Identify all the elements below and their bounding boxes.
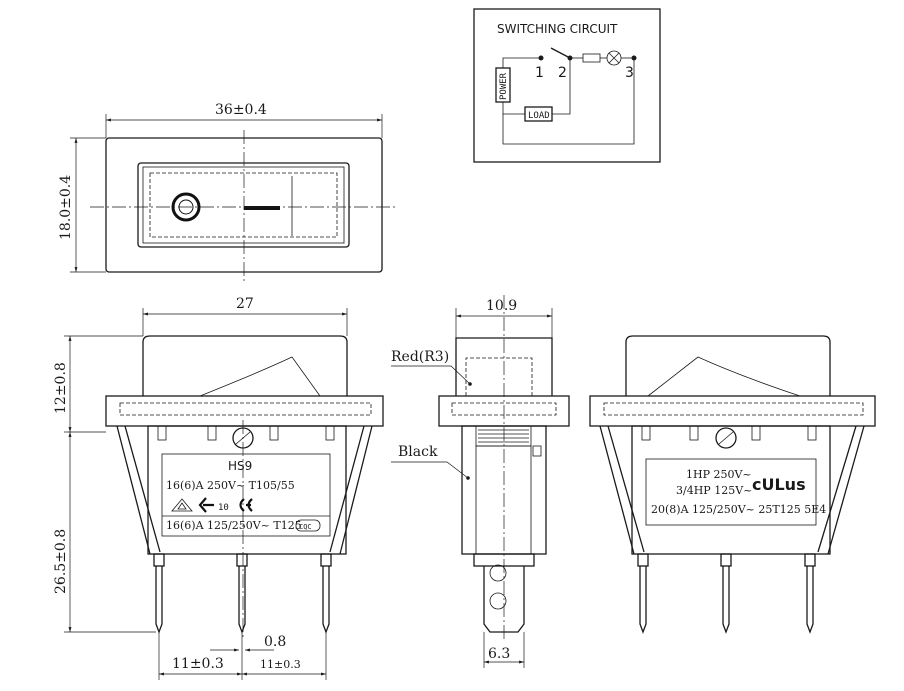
on-symbol-icon [244, 206, 280, 210]
left-cap-slope [199, 356, 321, 397]
dim-terminal-width: 6.3 [488, 646, 510, 662]
dim-profile-width: 10.9 [486, 298, 517, 314]
left-pin-1 [155, 566, 163, 634]
right-rating-2: 3/4HP 125V~ [676, 484, 752, 497]
resistor-symbol [582, 53, 601, 63]
left-flange-inner [119, 402, 372, 416]
left-pin-2 [238, 566, 246, 634]
profile-cap [455, 337, 553, 396]
dim-pitch-left: 11±0.3 [172, 656, 224, 672]
right-pin-3 [806, 566, 814, 634]
circuit-frame [473, 8, 661, 163]
left-rating-2: 16(6)A 125/250V~ T125 [166, 519, 302, 532]
right-flange [589, 395, 876, 427]
power-label: POWER [499, 72, 509, 100]
left-cap [142, 335, 348, 396]
wire-power-to-1 [502, 57, 541, 68]
ce-cert-icon [239, 498, 253, 512]
dim-front-height: 18.0±0.4 [58, 175, 74, 240]
wire-load-to-2 [552, 58, 571, 115]
wire-power-to-load [502, 102, 525, 115]
right-side-view: 1HP 250V~ 3/4HP 125V~ 20(8)A 125/250V~ 2… [589, 335, 876, 634]
circuit-title: SWITCHING CIRCUIT [497, 22, 618, 36]
right-rating-3: 20(8)A 125/250V~ 25T125 5E4 [651, 503, 826, 516]
label-black: Black [398, 444, 438, 460]
cqc-cert-icon [295, 519, 321, 532]
k-cert-icon [198, 497, 214, 513]
right-cap-slope [647, 356, 801, 397]
wire-return-to-3 [502, 58, 635, 145]
lamp-icon [606, 50, 622, 66]
left-cert-10: 10 [218, 503, 229, 513]
dim-cap-height: 12±0.8 [53, 362, 69, 414]
front-view: 36±0.4 18.0±0.4 [58, 102, 398, 282]
ul-cert-icon: cULus [752, 475, 806, 494]
front-rocker [142, 166, 345, 244]
left-side-view: HS9 16(6)A 250V~ T105/55 10 16(6)A 125/2… [53, 296, 384, 680]
right-label-plate [645, 458, 817, 526]
right-rating-1: 1HP 250V~ [686, 468, 752, 481]
terminal-3-label: 3 [625, 65, 634, 81]
ul-mark: cULus [752, 475, 806, 494]
left-pin-3 [322, 566, 330, 634]
left-model: HS9 [228, 459, 252, 473]
load-label: LOAD [528, 111, 550, 121]
right-pin-1 [639, 566, 647, 634]
terminal-2-label: 2 [558, 65, 567, 81]
right-cap [625, 335, 831, 396]
dim-pin-thickness: 0.8 [264, 634, 286, 650]
dim-front-width: 36±0.4 [215, 102, 267, 118]
dim-side-width: 27 [236, 296, 254, 312]
terminal-1-dot [538, 55, 544, 61]
switching-circuit-diagram: SWITCHING CIRCUIT POWER LOAD 1 2 3 [473, 8, 661, 163]
front-rocker-inner [149, 172, 338, 238]
left-cqc: CQC [299, 523, 312, 531]
switch-blade [550, 47, 571, 59]
front-rocker-frame [137, 162, 350, 248]
left-label-plate [161, 453, 331, 537]
dim-body-height: 26.5±0.8 [53, 529, 69, 594]
left-rating-1: 16(6)A 250V~ T105/55 [166, 479, 295, 492]
right-pin-2 [722, 566, 730, 634]
label-red: Red(R3) [391, 349, 449, 365]
terminal-1-label: 1 [535, 65, 544, 81]
right-rivet [715, 427, 737, 449]
left-flange [105, 395, 384, 427]
profile-view: 10.9 6.3 Red(R3) Black [391, 295, 570, 668]
triangle-cert-icon [171, 498, 193, 512]
dim-pitch-right: 11±0.3 [260, 658, 301, 671]
